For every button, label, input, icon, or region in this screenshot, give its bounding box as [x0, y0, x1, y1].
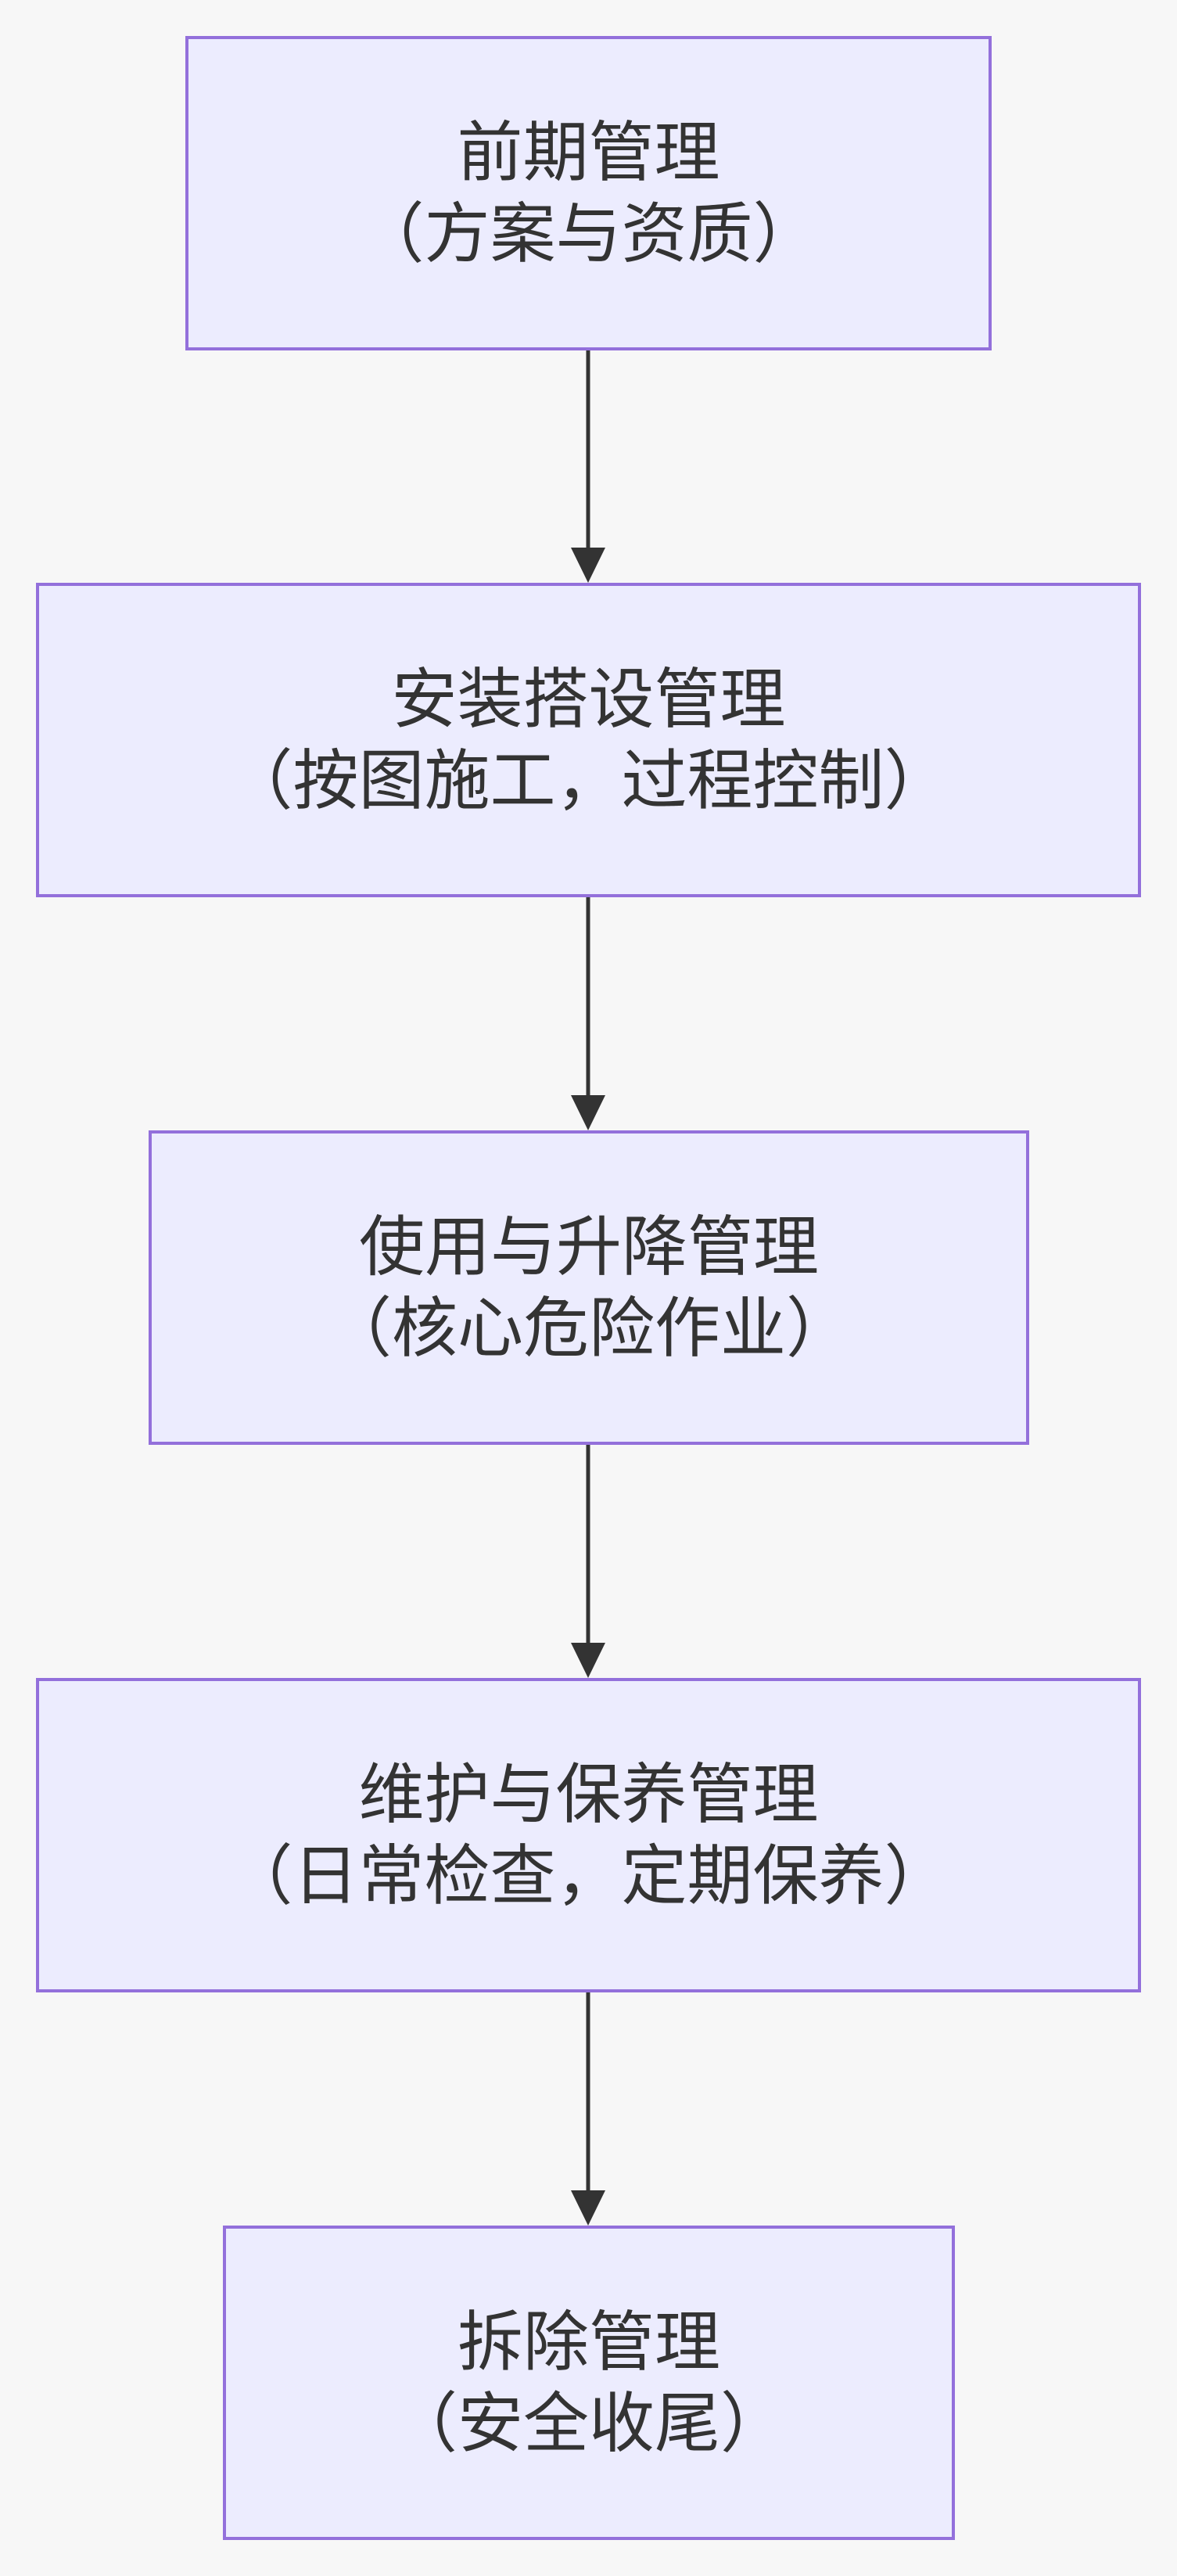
- node-title: 使用与升降管理: [358, 1209, 819, 1285]
- arrowhead-icon: [571, 1643, 605, 1678]
- node-subtitle: （安全收尾）: [391, 2385, 786, 2462]
- node-usage-lifting: 使用与升降管理 （核心危险作业）: [149, 1130, 1029, 1445]
- edge-4-5: [571, 1992, 605, 2226]
- node-title: 拆除管理: [457, 2304, 720, 2380]
- arrowhead-icon: [571, 548, 605, 583]
- arrowhead-icon: [571, 2190, 605, 2226]
- node-maintenance: 维护与保养管理 （日常检查，定期保养）: [36, 1678, 1141, 1992]
- arrowhead-icon: [571, 1095, 605, 1130]
- edge-3-4: [571, 1445, 605, 1678]
- node-subtitle: （按图施工，过程控制）: [227, 742, 950, 819]
- node-subtitle: （日常检查，定期保养）: [227, 1838, 950, 1914]
- node-title: 前期管理: [457, 114, 720, 191]
- edge-1-2: [571, 350, 605, 583]
- edge-2-3: [571, 897, 605, 1130]
- node-dismantling: 拆除管理 （安全收尾）: [223, 2226, 955, 2540]
- node-title: 安装搭设管理: [391, 661, 786, 738]
- node-title: 维护与保养管理: [358, 1756, 819, 1833]
- node-subtitle: （核心危险作业）: [325, 1290, 852, 1367]
- node-subtitle: （方案与资质）: [358, 196, 819, 272]
- node-installation: 安装搭设管理 （按图施工，过程控制）: [36, 583, 1141, 897]
- node-planning: 前期管理 （方案与资质）: [185, 36, 992, 350]
